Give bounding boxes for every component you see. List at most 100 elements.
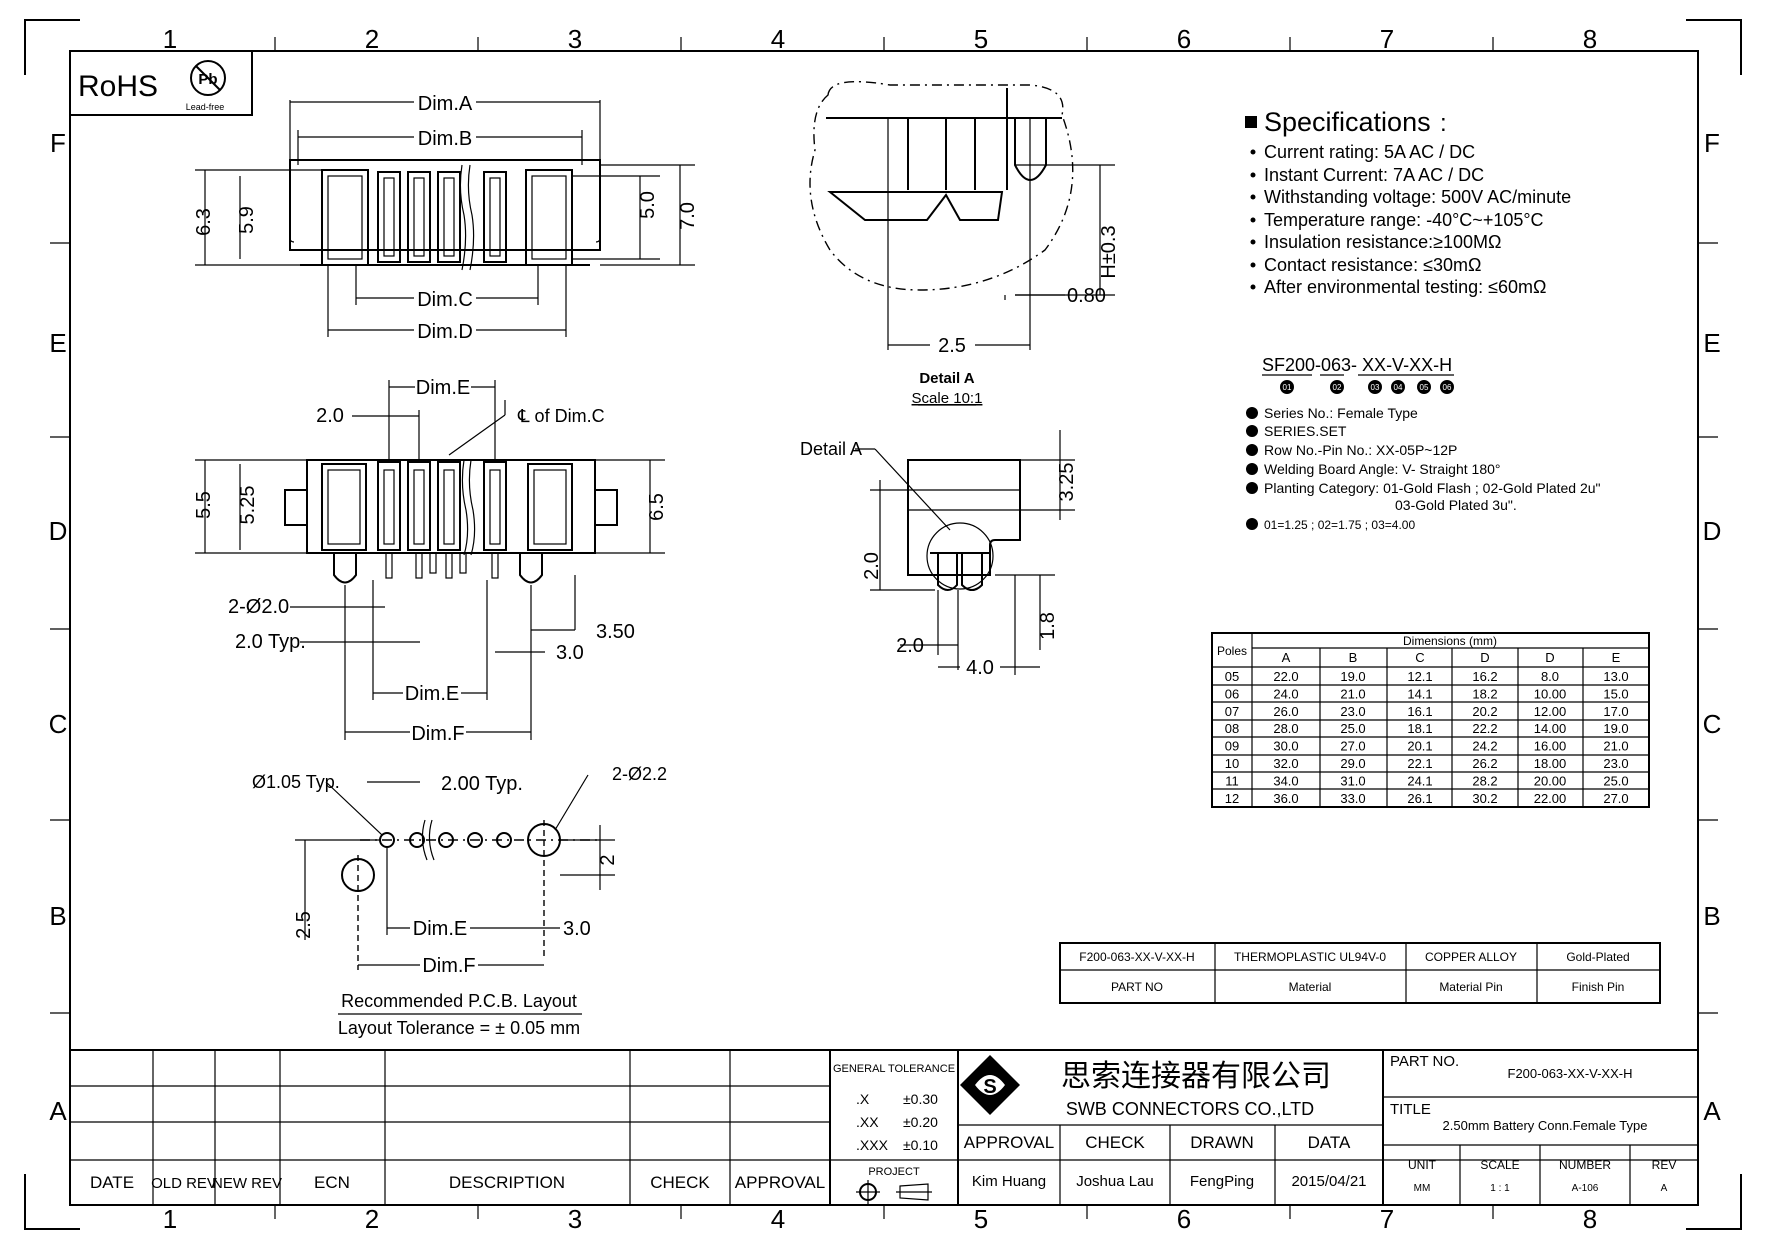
dim-cell: 24.0 [1273,686,1298,701]
dim-5-5: 5.5 [193,491,215,519]
dim-row-poles: 12 [1225,791,1239,806]
dim-2-5-detail: 2.5 [938,335,966,357]
col-number: 8 [1583,1204,1597,1234]
legend-item: Planting Category: 01-Gold Flash ; 02-Go… [1264,480,1601,496]
approval-value: FengPing [1190,1173,1254,1190]
rohs-badge: RoHS Pb Lead-free [69,50,253,116]
dim-b-label: Dim.B [418,128,472,150]
row-letter: B [1703,901,1720,931]
meta-value: A [1661,1183,1668,1194]
approval-value: Joshua Lau [1076,1173,1154,1190]
dimensions-header: Dimensions (mm) [1403,634,1497,648]
dim-cell: 12.00 [1534,704,1567,719]
dim-cell: 31.0 [1340,773,1365,788]
dim-col-header: E [1612,650,1621,665]
dim-cell: 22.2 [1472,721,1497,736]
material-table: F200-063-XX-V-XX-H THERMOPLASTIC UL94V-0… [1059,942,1661,1004]
detail-a-view: H±0.3 0.80 2.5 Detail A Scale 10:1 [809,80,1120,407]
meta-value: MM [1414,1183,1431,1194]
row-letter: A [1703,1096,1721,1126]
detail-a-caption: Detail A [919,370,974,387]
rev-header-new: NEW REV [212,1175,282,1192]
marker-icon: 05 [1420,383,1429,392]
tol-value: ±0.30 [903,1091,938,1107]
front-view: Dim.E 2.0 ℄ of Dim.C 5.5 5.25 6.5 2-Ø2.0… [193,377,668,745]
dim-0-80: 0.80 [1067,285,1106,307]
dim-2: 2 [597,854,619,865]
dim-cell: 25.0 [1603,773,1628,788]
dim-cell: 15.0 [1603,686,1628,701]
dim-row-poles: 11 [1225,773,1239,788]
dim-col-header: B [1349,650,1358,665]
drawing-frame: 1 2 3 4 5 6 7 8 1 2 3 4 5 6 7 8 F E D C … [24,19,1742,1234]
title-label: TITLE [1390,1101,1431,1118]
row-letter: A [49,1096,67,1126]
dim-cell: 16.1 [1407,704,1432,719]
rev-header-check: CHECK [650,1173,710,1192]
dim-cell: 30.2 [1472,791,1497,806]
dim-cell: 16.2 [1472,669,1497,684]
row-letter: D [49,516,68,546]
dim-e-bottom-label: Dim.E [405,683,459,705]
pb-symbol-icon: Pb [198,71,217,88]
dim-f-label: Dim.F [411,723,464,745]
legend-item: Welding Board Angle: V- Straight 180° [1264,461,1501,477]
row-letter: C [1703,709,1722,739]
tol-value: ±0.10 [903,1137,938,1153]
tol-key: .XX [856,1114,879,1130]
dim-cell: 29.0 [1340,756,1365,771]
dim-e-label: Dim.E [416,377,470,399]
dim-cell: 22.1 [1407,756,1432,771]
dim-cell: 23.0 [1340,704,1365,719]
dim-cell: 19.0 [1340,669,1365,684]
lead-free-label: Lead-free [186,102,225,112]
dim-c-label: Dim.C [417,289,473,311]
marker-icon: 03 [1371,383,1380,392]
dim-cell: 24.1 [1407,773,1432,788]
holes-label: 2-Ø2.0 [228,596,289,618]
dim-cell: 36.0 [1273,791,1298,806]
dim-cell: 34.0 [1273,773,1298,788]
detail-a-scale: Scale 10:1 [912,390,983,407]
dim-cell: 27.0 [1340,739,1365,754]
dim-h: H±0.3 [1098,225,1120,278]
legend-item: Row No.-Pin No.: XX-05P~12P [1264,442,1457,458]
dim-3-25: 3.25 [1056,463,1078,502]
row-letter: C [49,709,68,739]
material-label: Material [1289,980,1332,994]
pitch-label: 2.0 Typ. [235,631,306,653]
part-no-label: PART NO. [1390,1053,1459,1070]
poles-header: Poles [1217,644,1247,658]
meta-value: 1 : 1 [1490,1183,1510,1194]
specs-colon: : [1440,110,1447,137]
dim-cell: 26.2 [1472,756,1497,771]
dim-3-50: 3.50 [596,621,635,643]
dim-cell: 18.2 [1472,686,1497,701]
pin-dia-label: Ø1.05 Typ. [252,772,340,792]
material-finish: Gold-Plated [1566,950,1629,964]
general-tolerance: GENERAL TOLERANCE [833,1063,955,1075]
dim-4-0: 4.0 [966,657,994,679]
approval-value: Kim Huang [972,1173,1046,1190]
legend-item: Series No.: Female Type [1264,405,1418,421]
dim-cell: 18.1 [1407,721,1432,736]
part-no-value: F200-063-XX-V-XX-H [1508,1066,1633,1081]
meta-header: REV [1652,1158,1677,1172]
material-label: Finish Pin [1572,980,1625,994]
dim-7-0: 7.0 [677,202,699,230]
tol-key: .X [856,1091,870,1107]
marker-icon: 01 [1283,383,1292,392]
spec-item: Insulation resistance:≥100MΩ [1264,232,1501,252]
rev-header-ecn: ECN [314,1173,350,1192]
approval-value: 2015/04/21 [1291,1173,1366,1190]
tol-value: ±0.20 [903,1114,938,1130]
dim-row-poles: 09 [1225,739,1239,754]
title-block: DATE OLD REV NEW REV ECN DESCRIPTION CHE… [70,1049,1698,1205]
dim-6-5: 6.5 [646,493,668,521]
side-view: Detail A 3.25 2.0 1.8 2.0 4.0 [800,430,1078,679]
col-number: 4 [771,24,785,54]
col-number: 8 [1583,24,1597,54]
col-number: 7 [1380,24,1394,54]
dim-col-header: D [1545,650,1554,665]
